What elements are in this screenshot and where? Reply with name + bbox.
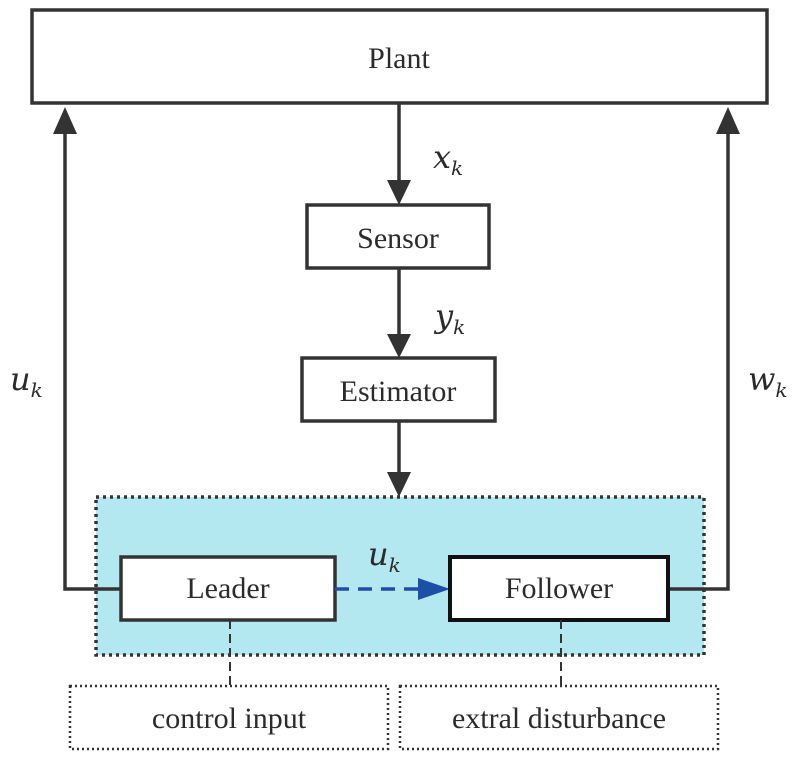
estimator-label: Estimator [340, 375, 457, 408]
signal-x-label: xk [433, 138, 463, 180]
extral-disturbance-note: extral disturbance [398, 684, 720, 751]
leader-label: Leader [186, 572, 269, 605]
leader-block: Leader [119, 555, 337, 622]
signal-w-label: wk [748, 360, 788, 402]
arrowhead-plant-right [716, 107, 740, 134]
signal-u-between-label: uk [368, 535, 401, 577]
plant-label: Plant [368, 42, 430, 75]
arrowhead-sensor [387, 180, 411, 205]
arrowhead-estimator [387, 334, 411, 358]
arrow-leader-to-plant [63, 132, 121, 591]
arrowhead-plant-left [53, 107, 77, 134]
arrowhead-follower [418, 578, 450, 600]
follower-block: Follower [448, 555, 670, 622]
control-input-note: control input [68, 684, 390, 751]
signal-u-label: uk [10, 360, 43, 402]
sensor-label: Sensor [357, 222, 439, 255]
plant-block: Plant [30, 8, 769, 105]
arrowhead-group [387, 472, 411, 497]
estimator-block: Estimator [300, 356, 497, 423]
control-input-label: control input [152, 702, 307, 735]
signal-y-label: yk [433, 297, 465, 339]
follower-label: Follower [505, 572, 613, 605]
arrow-follower-to-plant [668, 132, 730, 591]
sensor-block: Sensor [305, 203, 491, 270]
extral-disturbance-label: extral disturbance [452, 702, 666, 735]
